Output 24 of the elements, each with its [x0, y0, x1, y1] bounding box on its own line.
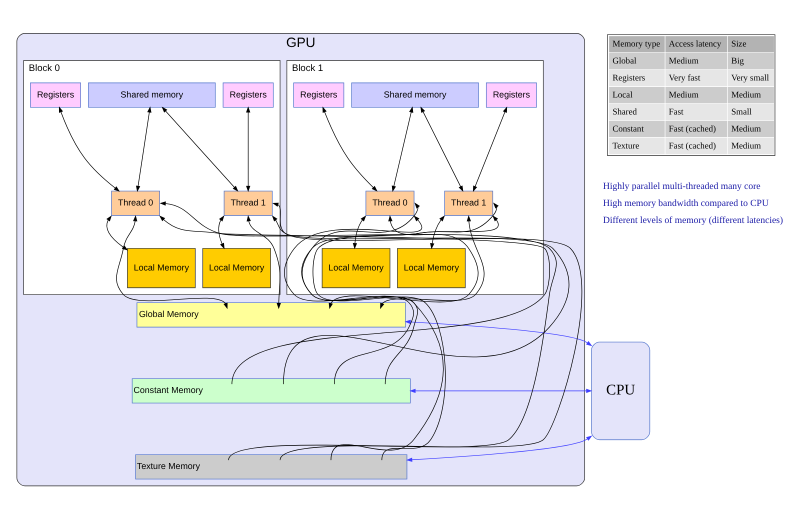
- label: Constant: [612, 123, 644, 134]
- label: Medium: [731, 123, 762, 134]
- label: Medium: [668, 55, 699, 66]
- label: Medium: [668, 89, 699, 100]
- label: Memory type: [612, 38, 660, 49]
- label: Very small: [731, 72, 770, 82]
- label: Fast: [668, 106, 684, 116]
- label: Fast (cached): [668, 140, 716, 150]
- label: Very fast: [668, 72, 700, 82]
- label: Medium: [731, 140, 762, 150]
- label: Big: [731, 55, 744, 66]
- label: Texture: [612, 140, 640, 150]
- label: Medium: [731, 89, 762, 100]
- label: Different levels of memory (different latencies): [602, 216, 784, 226]
- label: Small: [731, 106, 752, 116]
- label: Global: [612, 55, 636, 66]
- label: Size: [731, 38, 746, 49]
- label: Highly parallel multi-threaded many core: [602, 182, 760, 192]
- label: Local: [612, 89, 633, 100]
- label: Fast (cached): [668, 123, 716, 134]
- label: Access latency: [668, 38, 722, 49]
- label: High memory bandwidth compared to CPU: [602, 199, 769, 210]
- label: Registers: [612, 72, 646, 82]
- label: Shared: [612, 106, 637, 116]
